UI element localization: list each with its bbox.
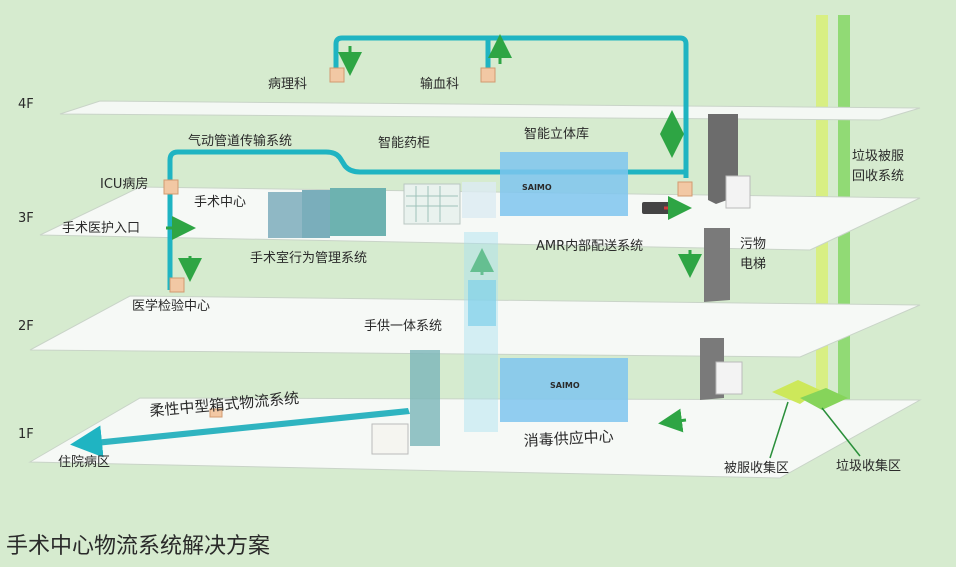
label-supply: 手供一体系统 xyxy=(364,319,442,334)
label-blood: 输血科 xyxy=(420,76,459,92)
label-waste-area: 垃圾收集区 xyxy=(836,458,901,474)
box-logistics-track xyxy=(94,408,410,446)
floor-3f-slab xyxy=(39,186,921,251)
label-amr: AMR内部配送系统 xyxy=(536,238,643,254)
or-cabinet-2 xyxy=(302,190,330,238)
blood-station xyxy=(480,67,496,83)
label-entrance: 手术医护入口 xyxy=(62,221,140,236)
sterile-supply-unit xyxy=(500,358,628,422)
amr-robot xyxy=(642,202,672,214)
box-logistics-column xyxy=(410,350,440,446)
linen-leader xyxy=(769,401,789,459)
label-waste-linen-1: 垃圾被服 xyxy=(852,149,904,164)
label-inpatient: 住院病区 xyxy=(58,455,110,470)
label-surgery: 手术中心 xyxy=(194,195,246,210)
icu-station xyxy=(163,179,179,195)
label-or-behavior: 手术室行为管理系统 xyxy=(250,250,367,266)
lab-station xyxy=(169,277,185,293)
label-smart-warehouse: 智能立体库 xyxy=(524,126,589,142)
label-dirty-elevator-1: 污物 xyxy=(740,237,766,252)
floor-label-1f: 1F xyxy=(18,427,34,442)
smart-warehouse xyxy=(500,152,628,216)
sterile-brand: SAIMO xyxy=(550,381,580,390)
floor-1f-slab xyxy=(28,397,922,479)
box-station xyxy=(209,408,223,418)
waste-bin xyxy=(800,388,848,410)
floor-label-3f: 3F xyxy=(18,211,34,226)
floor-4f-slab xyxy=(59,100,921,121)
floor-label-4f: 4F xyxy=(18,97,34,112)
or-cabinet-1 xyxy=(268,192,304,238)
supply-lift xyxy=(468,280,496,326)
cabinet-side xyxy=(462,182,496,218)
label-pneumatic: 气动管道传输系统 xyxy=(188,133,292,149)
page-title: 手术中心物流系统解决方案 xyxy=(6,534,270,559)
floor-2f-slab xyxy=(29,295,921,358)
label-icu: ICU病房 xyxy=(100,176,148,192)
pneumatic-tube-3f xyxy=(167,149,686,290)
smart-cabinet xyxy=(403,183,461,225)
pathology-station xyxy=(329,67,345,83)
robot-3f xyxy=(725,175,751,209)
label-linen-area: 被服收集区 xyxy=(724,460,789,476)
label-pathology: 病理科 xyxy=(268,77,307,92)
smart-cabinet-grid xyxy=(406,186,458,222)
warehouse-station xyxy=(677,181,693,197)
label-sterile: 消毒供应中心 xyxy=(523,427,614,450)
label-lab: 医学检验中心 xyxy=(132,298,210,314)
floor-label-2f: 2F xyxy=(18,319,34,334)
box-robot xyxy=(371,423,409,455)
robot-1f xyxy=(715,361,743,395)
waste-leader xyxy=(821,407,861,457)
arrow-to-inpatient xyxy=(70,425,104,458)
arrow-left-1f xyxy=(658,408,687,433)
label-smart-cabinet: 智能药柜 xyxy=(378,136,430,151)
supply-shaft xyxy=(464,232,498,432)
dirty-elevator-2f xyxy=(704,228,730,302)
label-waste-linen-2: 回收系统 xyxy=(852,169,904,184)
label-dirty-elevator-2: 电梯 xyxy=(740,257,766,272)
warehouse-brand: SAIMO xyxy=(522,183,552,192)
or-cabinet-3 xyxy=(330,188,386,236)
